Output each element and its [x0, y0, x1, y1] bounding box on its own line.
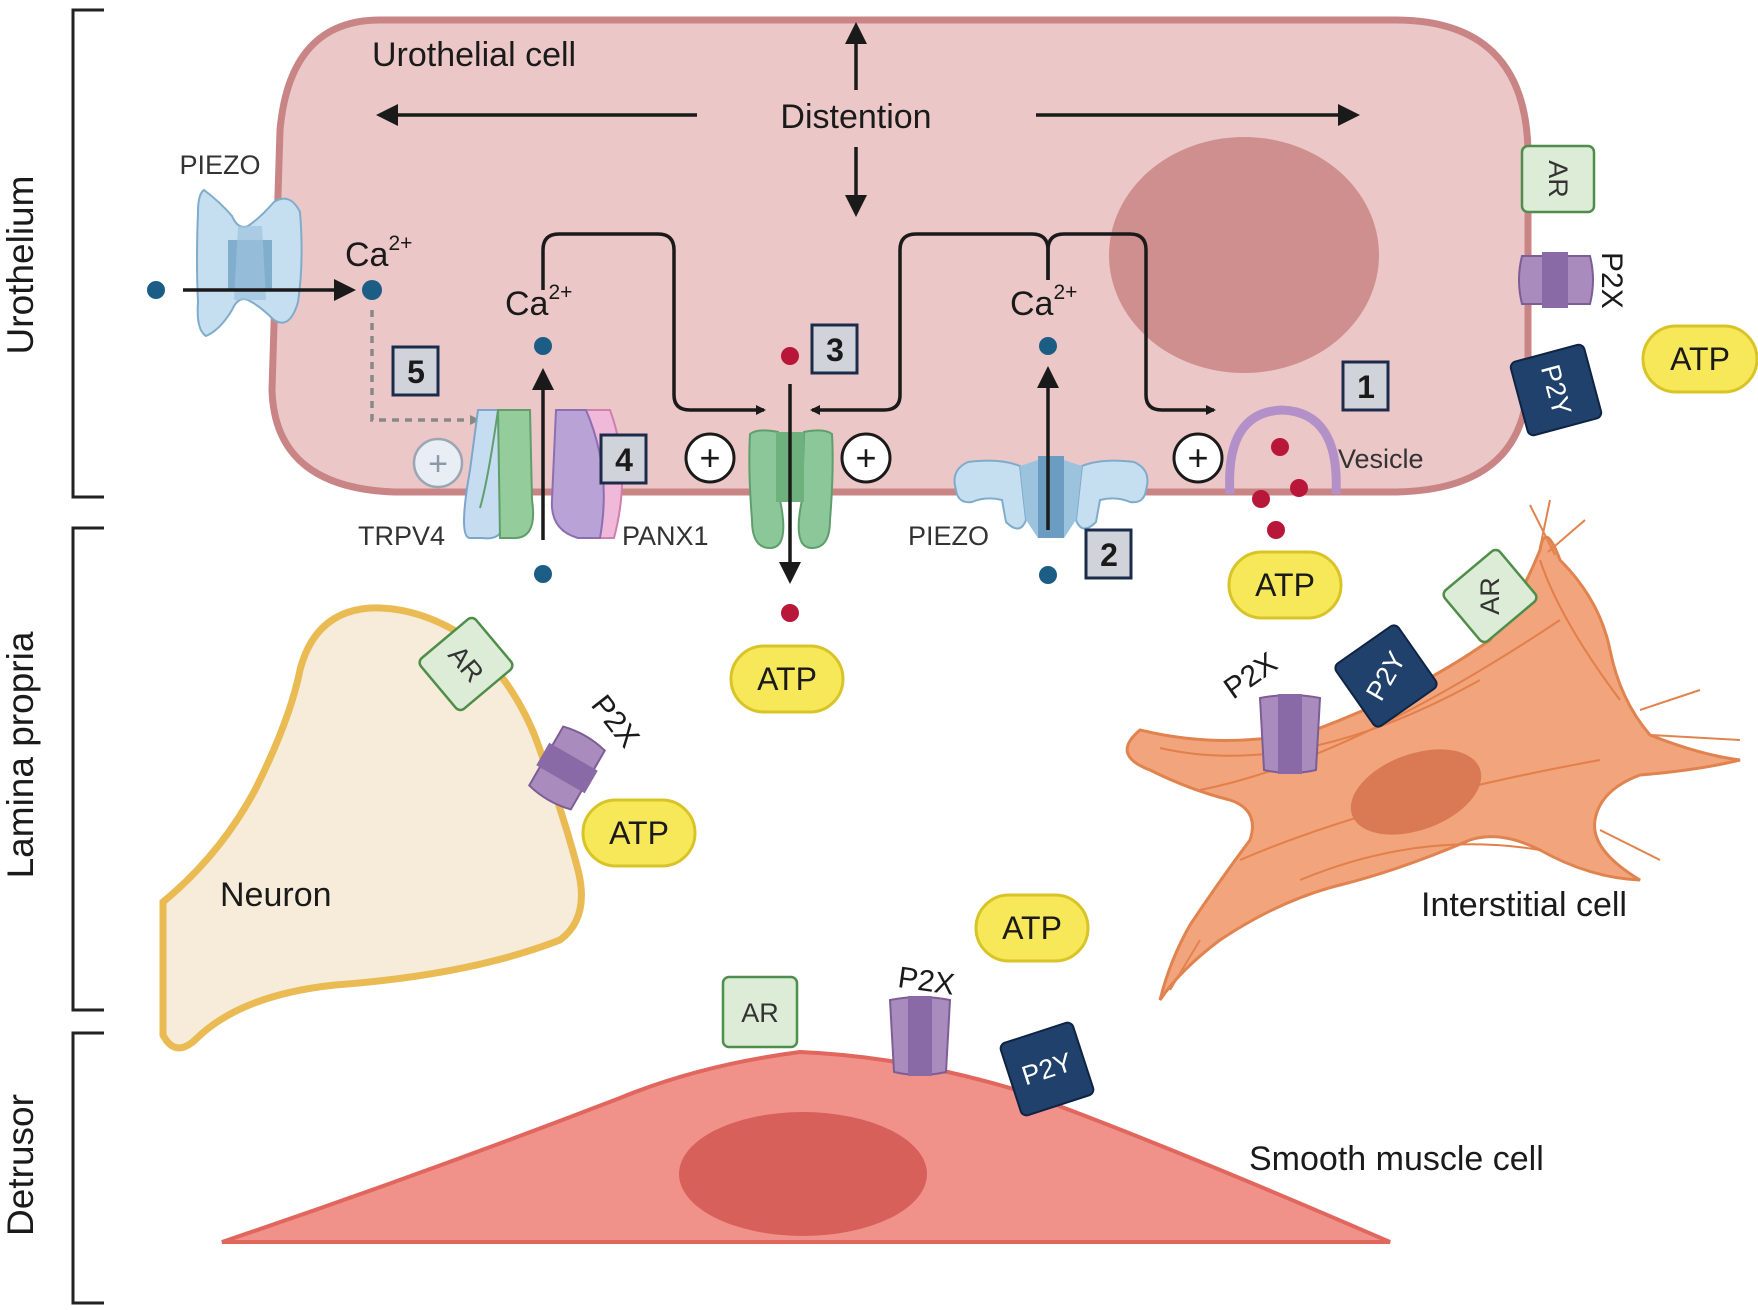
svg-text:ATP: ATP — [1002, 910, 1062, 946]
distention-arrows — [376, 22, 1360, 217]
p2y-receptor: P2Y — [1509, 343, 1603, 437]
ar-receptor: AR — [1520, 144, 1596, 214]
atp-pill: ATP — [581, 798, 697, 868]
piezo-right-channel — [953, 456, 1149, 538]
step-4-box: 4 — [599, 433, 648, 485]
p2x-receptor — [1258, 694, 1322, 774]
ar-receptor: AR — [418, 616, 514, 712]
interstitial-cell — [1125, 499, 1741, 1001]
feedback-arrow-piezo-panx1 — [810, 232, 1050, 415]
distention-label: Distention — [780, 98, 931, 136]
plus-symbol — [1172, 432, 1224, 484]
p2x-receptor — [1518, 252, 1594, 308]
urothelial-cell-label: Urothelial cell — [372, 36, 576, 74]
smooth-muscle-cell-label: Smooth muscle cell — [1249, 1140, 1544, 1178]
urothelial-nucleus — [1109, 137, 1379, 373]
calcium-label: Ca2+ — [1010, 281, 1077, 323]
neuron-cell — [159, 604, 585, 1052]
layer-brackets — [71, 8, 104, 1305]
vesicle-label: Vesicle — [1338, 444, 1424, 474]
calcium-ion — [534, 565, 552, 583]
svg-text:ATP: ATP — [609, 815, 669, 851]
interstitial-nucleus — [1350, 749, 1482, 835]
atp-pill: ATP — [1641, 324, 1758, 394]
calcium-label: Ca2+ — [345, 232, 412, 274]
piezo-left-label: PIEZO — [179, 150, 260, 180]
ar-receptor: AR — [1442, 548, 1538, 644]
atp-molecule — [1252, 490, 1270, 508]
trpv4-label: TRPV4 — [358, 521, 445, 551]
calcium-label: Ca2+ — [505, 281, 572, 323]
svg-text:3: 3 — [826, 332, 844, 368]
interstitial-cell-label: Interstitial cell — [1421, 886, 1627, 924]
svg-text:ATP: ATP — [1670, 341, 1730, 377]
plus-symbol-grey — [412, 437, 464, 489]
piezo-left-channel — [196, 188, 303, 338]
p2y-receptor: P2Y — [999, 1021, 1095, 1117]
smooth-muscle-nucleus — [679, 1112, 927, 1236]
smooth-muscle-cell — [221, 1049, 1391, 1244]
calcium-ion — [534, 337, 552, 355]
panx1-channel — [748, 429, 834, 550]
atp-molecule — [781, 604, 799, 622]
p2x-receptor — [888, 996, 952, 1076]
plus-symbol — [684, 432, 736, 484]
plus-symbol-grey-label: + — [428, 445, 448, 483]
calcium-ion — [1039, 337, 1057, 355]
layer-label-urothelium: Urothelium — [0, 176, 41, 355]
atp-pill: ATP — [974, 893, 1090, 963]
svg-text:5: 5 — [407, 354, 425, 390]
atp-molecule — [1271, 438, 1289, 456]
atp-pill: ATP — [729, 644, 845, 714]
svg-text:+: + — [855, 437, 876, 478]
atp-pill: ATP — [1227, 550, 1343, 620]
svg-text:ATP: ATP — [1255, 567, 1315, 603]
vesicle — [1225, 405, 1341, 539]
svg-text:AR: AR — [1543, 160, 1573, 198]
ar-receptor: AR — [721, 975, 799, 1049]
panx1-label: PANX1 — [622, 521, 709, 551]
neuron-label: Neuron — [220, 876, 332, 914]
step-1-box: 1 — [1341, 360, 1390, 412]
svg-text:+: + — [1187, 437, 1208, 478]
svg-text:4: 4 — [615, 442, 633, 478]
svg-text:+: + — [699, 437, 720, 478]
arrow-to-vesicle — [1046, 232, 1216, 415]
layer-label-lamina-propria: Lamina propria — [0, 631, 41, 878]
p2y-receptor: P2Y — [1334, 624, 1438, 728]
feedback-arrow-trpv4-panx1 — [541, 232, 766, 415]
p2x-label: P2X — [896, 961, 957, 1002]
step-2-box: 2 — [1084, 528, 1133, 580]
dashed-activation-arrow — [370, 310, 480, 425]
calcium-ion — [1039, 566, 1057, 584]
calcium-ion — [147, 281, 165, 299]
step-3-box: 3 — [810, 323, 859, 375]
svg-text:2: 2 — [1100, 537, 1118, 573]
atp-molecule — [781, 347, 799, 365]
p2x-receptor — [527, 725, 607, 811]
atp-molecule — [1290, 479, 1308, 497]
step-5-box: 5 — [391, 345, 440, 397]
atp-molecule — [1267, 521, 1285, 539]
svg-text:1: 1 — [1357, 369, 1375, 405]
svg-text:AR: AR — [741, 998, 779, 1028]
plus-symbol — [840, 432, 892, 484]
svg-text:AR: AR — [1475, 577, 1505, 615]
layer-label-detrusor: Detrusor — [0, 1094, 41, 1236]
piezo-right-label: PIEZO — [908, 521, 989, 551]
svg-text:ATP: ATP — [757, 661, 817, 697]
p2x-label: P2X — [1595, 252, 1628, 309]
calcium-ion — [362, 280, 382, 300]
